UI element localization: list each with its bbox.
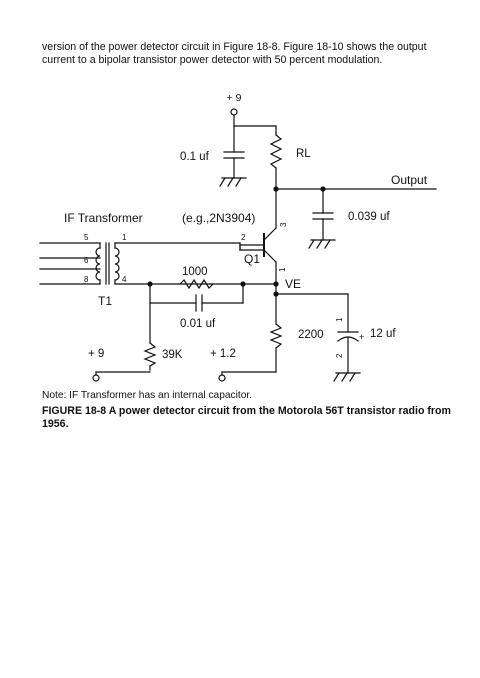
label-output-cap: 0.039 uf: [348, 211, 390, 223]
transformer-secondary-coil: [114, 247, 120, 281]
label-electrolytic-cap: 12 uf: [370, 328, 396, 340]
label-cap-plus: +: [359, 332, 364, 342]
label-transformer-pin-1: 1: [122, 233, 127, 242]
label-if-transformer: IF Transformer: [64, 211, 143, 225]
label-cap-pin-1: 1: [335, 317, 344, 322]
label-supply-left: + 9: [88, 348, 104, 360]
label-cap-pin-2: 2: [335, 353, 344, 358]
transformer-primary-coil: [95, 247, 101, 281]
rl-resistor: [269, 134, 283, 169]
label-supply-top: + 9: [227, 92, 242, 104]
label-collector-pin: 3: [279, 222, 288, 227]
figure-caption: FIGURE 18-8 A power detector circuit fro…: [42, 405, 451, 430]
label-transistor-part: (e.g.,2N3904): [182, 211, 255, 225]
schematic-note: Note: IF Transformer has an internal cap…: [42, 390, 253, 401]
label-base-pin: 2: [241, 233, 246, 242]
supply-bias-terminal: [218, 374, 226, 382]
label-emitter-resistor: 2200: [298, 329, 324, 341]
label-output: Output: [391, 173, 428, 187]
label-supply-bias: + 1.2: [210, 348, 236, 360]
supply-top-terminal: [230, 108, 238, 116]
label-transformer-pin-5: 5: [84, 233, 89, 242]
label-transformer-pin-6: 6: [84, 256, 89, 265]
intro-paragraph: version of the power detector circuit in…: [42, 41, 427, 66]
label-transformer-pin-8: 8: [84, 275, 89, 284]
label-transistor-ref: Q1: [244, 252, 260, 266]
emitter-resistor: [269, 323, 283, 349]
label-bias-resistor: 39K: [162, 349, 183, 361]
label-rl: RL: [296, 148, 311, 160]
feedback-resistor: [179, 278, 214, 290]
bias-resistor: [143, 342, 157, 367]
label-transformer-pin-4: 4: [122, 275, 127, 284]
label-bypass-cap: 0.1 uf: [180, 151, 210, 163]
label-emitter-pin: 1: [278, 267, 287, 272]
label-feedback-resistor: 1000: [182, 266, 208, 278]
supply-left-terminal: [92, 374, 100, 382]
label-transformer-ref: T1: [98, 294, 112, 308]
label-emitter-node: VE: [285, 277, 301, 291]
label-feedback-cap: 0.01 uf: [180, 318, 216, 330]
